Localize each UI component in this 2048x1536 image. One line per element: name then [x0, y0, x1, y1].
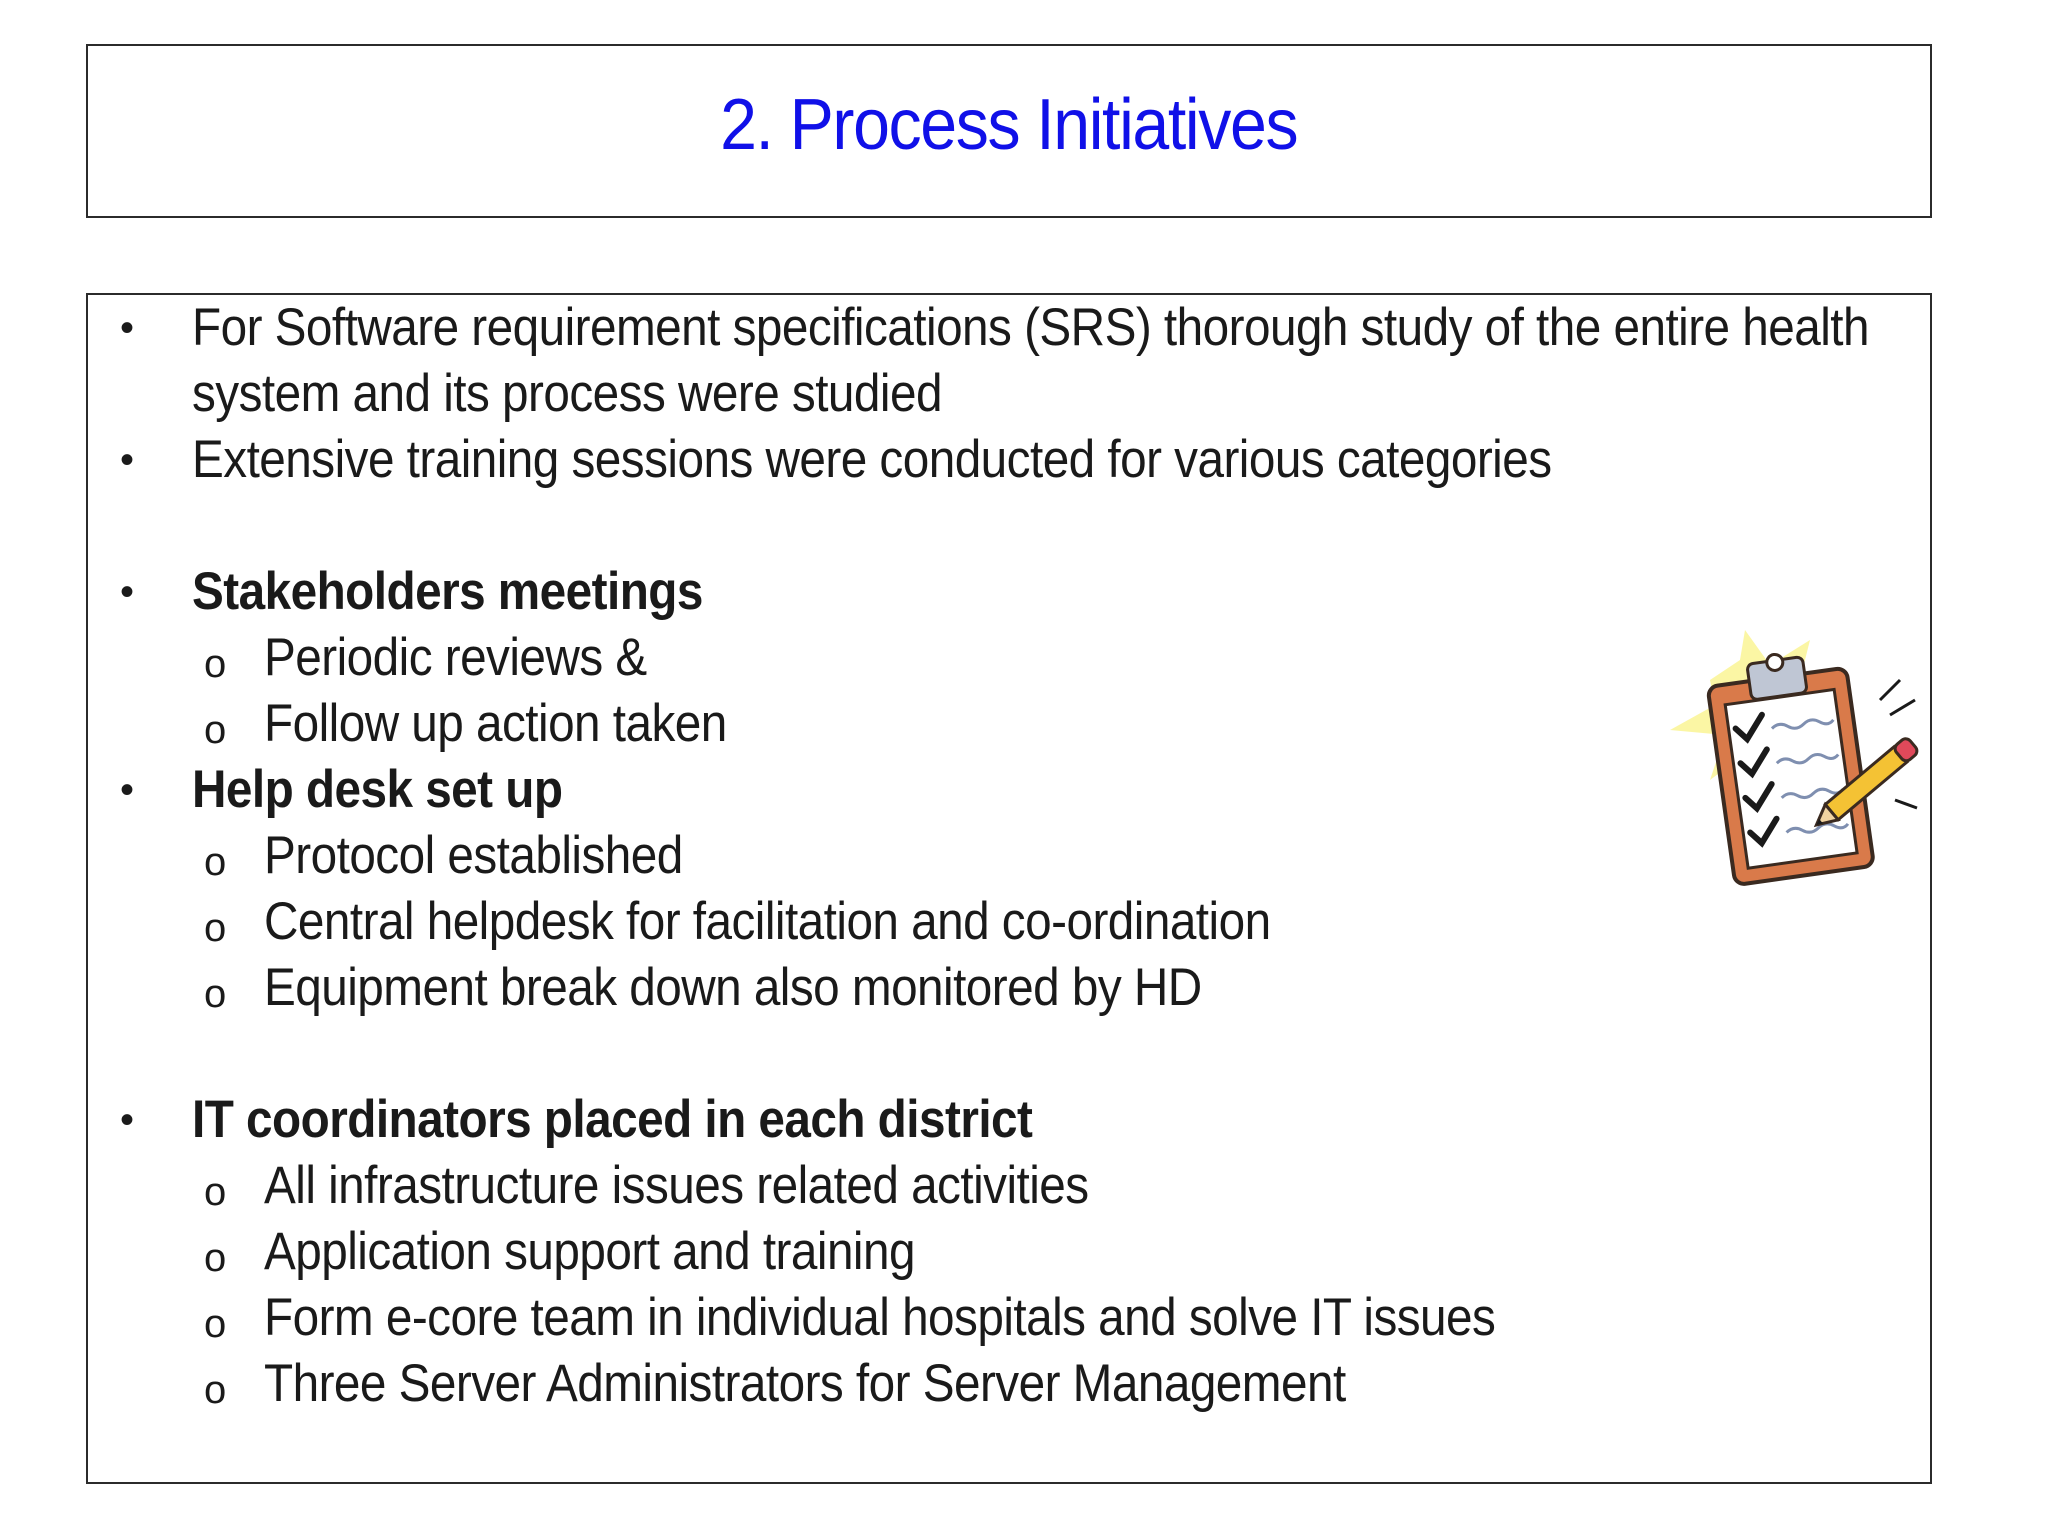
- sub-marker: o: [204, 708, 227, 752]
- sub-item-text: Equipment break down also monitored by H…: [264, 958, 1202, 1017]
- bullet-heading: Stakeholders meetings: [192, 562, 703, 621]
- sub-marker: o: [204, 642, 227, 686]
- sub-marker: o: [204, 1302, 227, 1346]
- sub-marker: o: [204, 906, 227, 950]
- sub-marker: o: [204, 840, 227, 884]
- bullet-heading: IT coordinators placed in each district: [192, 1090, 1033, 1149]
- sub-item: o Three Server Administrators for Server…: [88, 1351, 1934, 1417]
- sub-item-text: Protocol established: [264, 826, 683, 885]
- title-box: 2. Process Initiatives: [86, 44, 1932, 218]
- bullet-text: Extensive training sessions were conduct…: [192, 430, 1552, 489]
- sub-item-text: Three Server Administrators for Server M…: [264, 1354, 1346, 1413]
- sub-item: o Protocol established: [88, 823, 1934, 889]
- bullet-marker: •: [120, 306, 135, 350]
- sub-item: o Periodic reviews &: [88, 625, 1934, 691]
- sub-item-text: Application support and training: [264, 1222, 916, 1281]
- sub-marker: o: [204, 972, 227, 1016]
- sub-item: o Equipment break down also monitored by…: [88, 955, 1934, 1021]
- slide-title: 2. Process Initiatives: [720, 85, 1298, 165]
- sub-item-text: Form e-core team in individual hospitals…: [264, 1288, 1496, 1347]
- bullet-marker: •: [120, 768, 135, 812]
- bullet-text: system and its process were studied: [192, 364, 942, 423]
- clipboard-checklist-icon: [1670, 630, 1919, 886]
- bullet-marker: •: [120, 438, 135, 482]
- sub-item-text: Follow up action taken: [264, 694, 727, 753]
- sub-item: o Central helpdesk for facilitation and …: [88, 889, 1934, 955]
- sub-item: o Follow up action taken: [88, 691, 1934, 757]
- bullet-heading: Help desk set up: [192, 760, 563, 819]
- bullet-marker: •: [120, 570, 135, 614]
- sub-item-text: Central helpdesk for facilitation and co…: [264, 892, 1271, 951]
- content-box: • For Software requirement specification…: [86, 293, 1932, 1484]
- sub-item: o Application support and training: [88, 1219, 1934, 1285]
- bullet-marker: •: [120, 1098, 135, 1142]
- sub-marker: o: [204, 1170, 227, 1214]
- sub-item-text: All infrastructure issues related activi…: [264, 1156, 1089, 1215]
- sub-marker: o: [204, 1236, 227, 1280]
- sub-marker: o: [204, 1368, 227, 1412]
- sub-item-text: Periodic reviews &: [264, 628, 647, 687]
- sub-item: o All infrastructure issues related acti…: [88, 1153, 1934, 1219]
- bullet-text: For Software requirement specifications …: [192, 298, 1870, 357]
- sub-item: o Form e-core team in individual hospita…: [88, 1285, 1934, 1351]
